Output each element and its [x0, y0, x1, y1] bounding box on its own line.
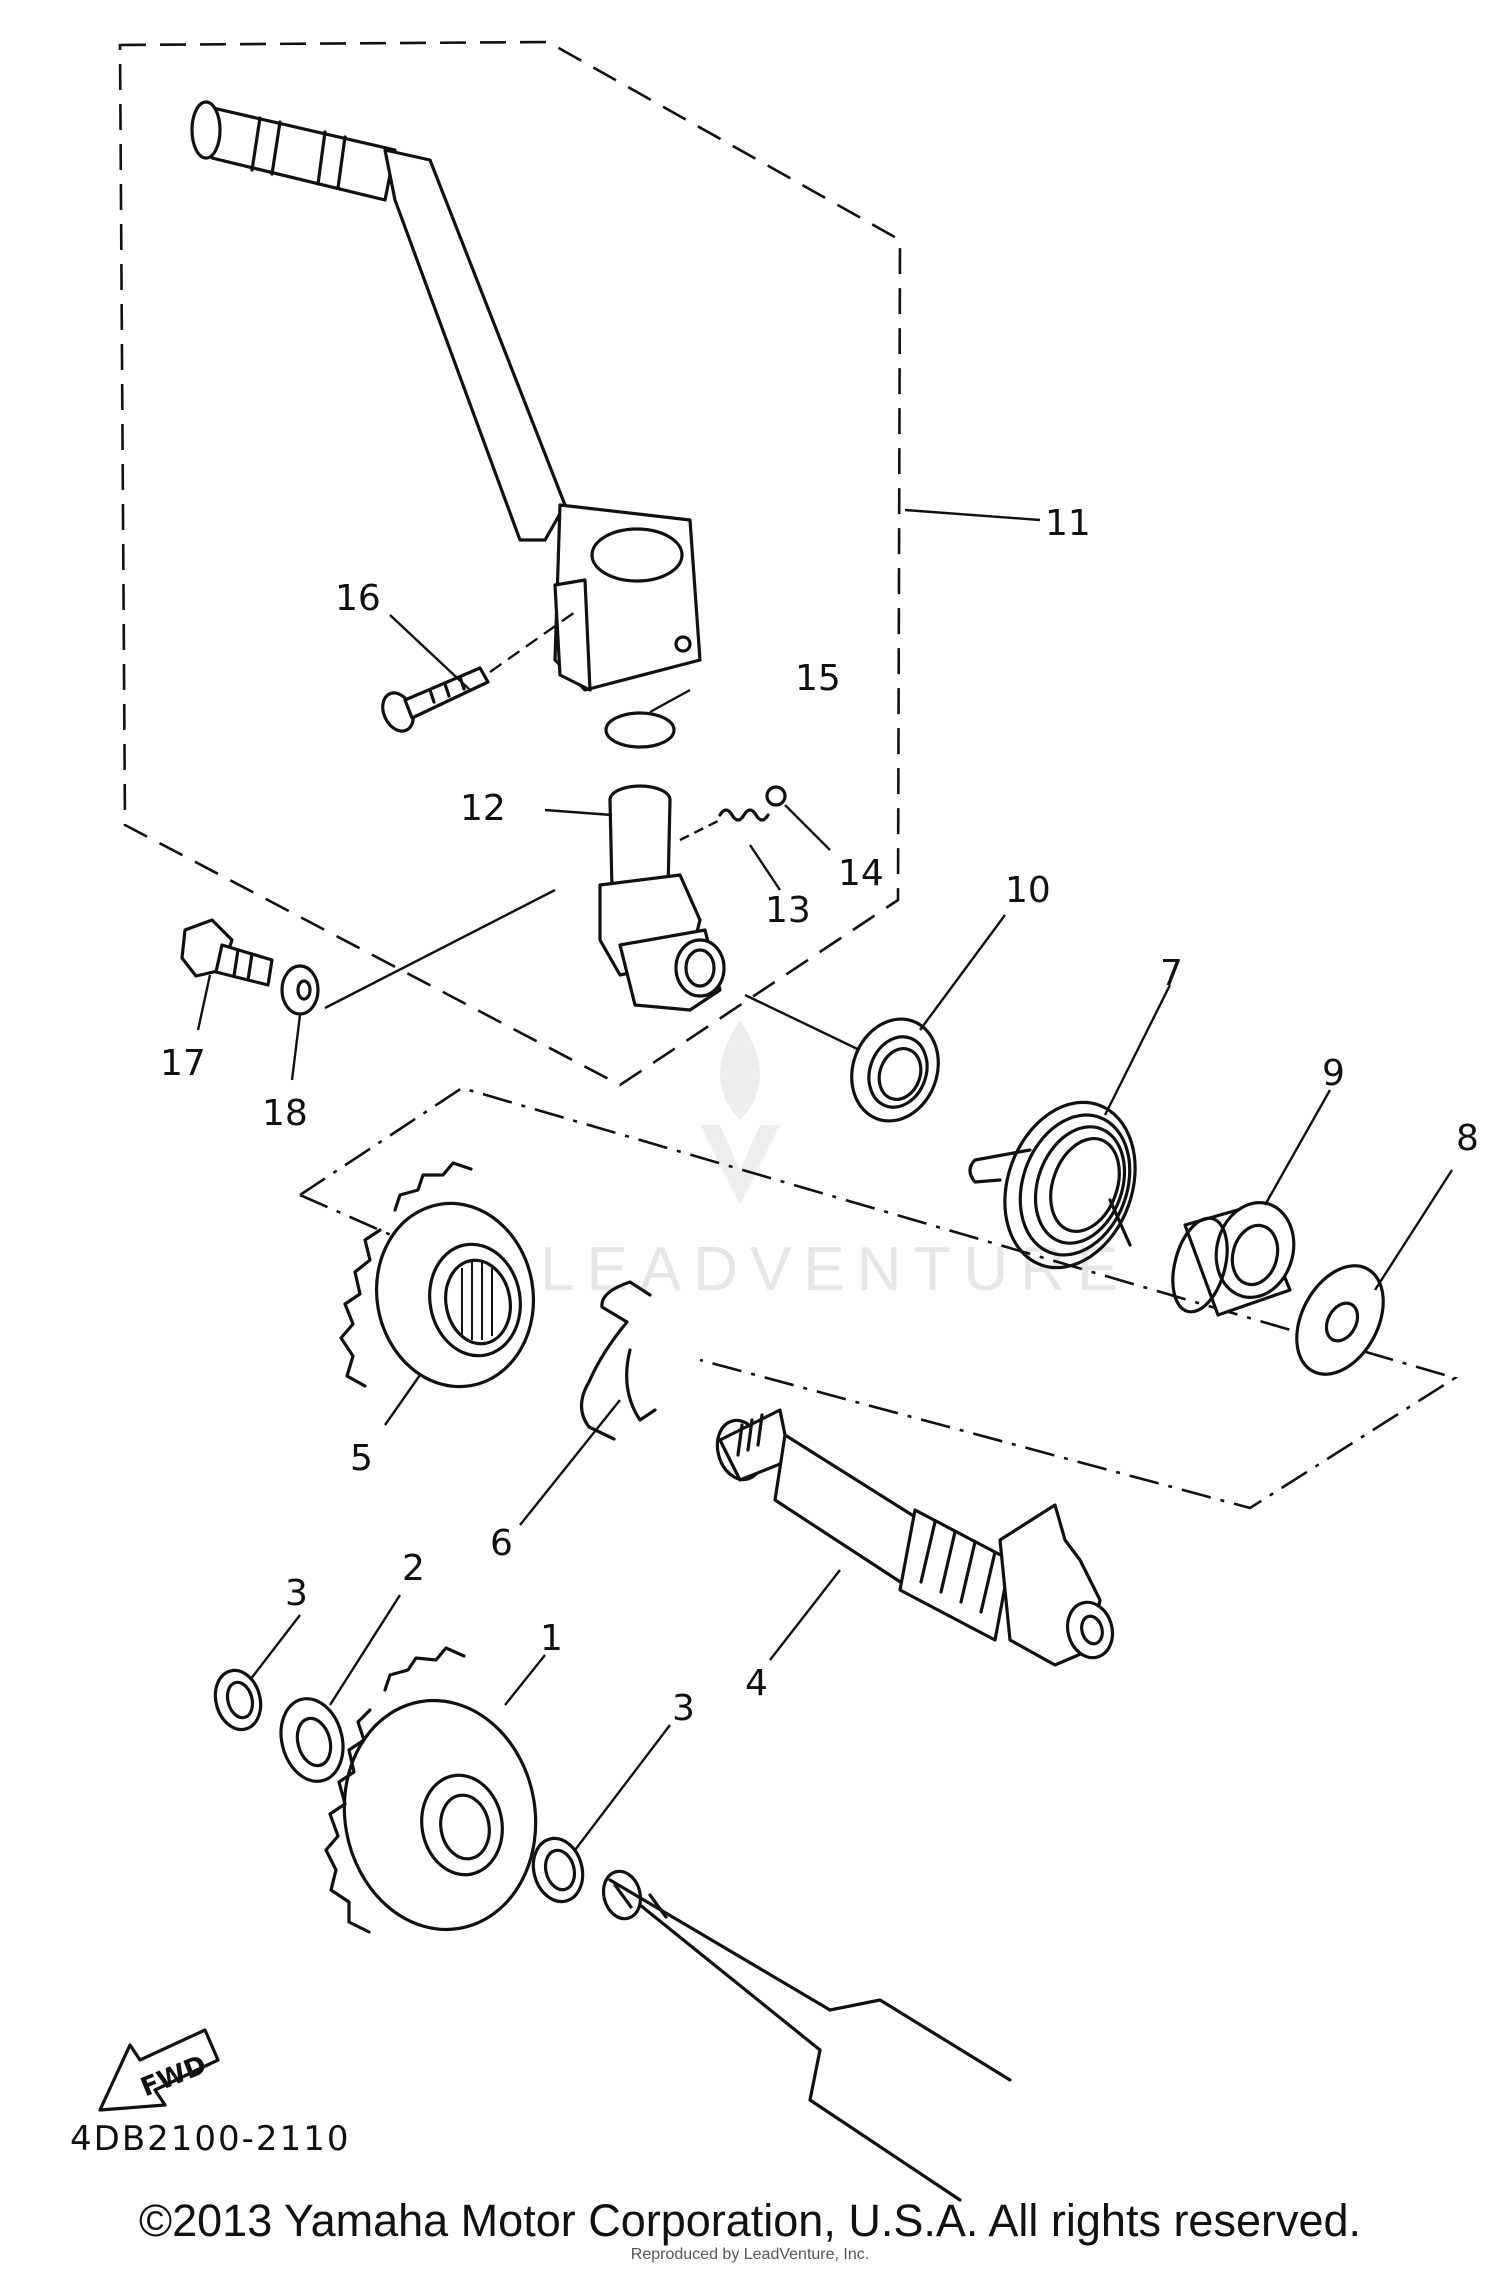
callout-6: 6: [490, 1523, 513, 1564]
oil-seal-10-icon: [850, 1017, 940, 1123]
leadventure-logo-icon: [700, 1020, 780, 1205]
kick-axle-4-icon: [715, 1408, 1115, 1667]
washer-8-icon: [1295, 1264, 1385, 1376]
part-code: 4DB2100-2110: [70, 2119, 350, 2159]
copyright-notice: ©2013 Yamaha Motor Corporation, U.S.A. A…: [138, 2195, 1362, 2246]
callout-10: 10: [1005, 870, 1051, 911]
kick-crank-assembly-boundary: [118, 40, 902, 1087]
callout-17: 17: [160, 1043, 206, 1084]
callout-11: 11: [1045, 503, 1091, 544]
callout-9: 9: [1322, 1053, 1345, 1094]
callout-15: 15: [795, 658, 841, 699]
collar-9-icon: [1171, 1201, 1296, 1317]
washer-2-icon: [279, 1697, 345, 1783]
fwd-arrow-icon: FWD: [98, 2028, 220, 2112]
callout-3b: 3: [672, 1688, 695, 1729]
callout-3: 3: [285, 1573, 308, 1614]
leader-lines: [196, 508, 1454, 1851]
kick-gear-1-icon: [324, 1646, 538, 1934]
callout-2: 2: [402, 1548, 425, 1589]
torsion-spring-7-icon: [968, 1100, 1137, 1270]
kick-shaft-12-icon: [598, 784, 726, 1012]
callout-labels: 11 16 15 12 13 14 17 18 10 7 9 8 5 6 4 3…: [160, 503, 1479, 1729]
circlip-3-icon: [213, 1668, 263, 1732]
ball-14-icon: [765, 785, 787, 807]
clip-6-icon: [579, 1280, 657, 1441]
callout-1: 1: [540, 1618, 563, 1659]
watermark-text: LEADVENTURE: [540, 1235, 1130, 1304]
callout-5: 5: [350, 1438, 373, 1479]
ratchet-gear-5-icon: [339, 1161, 536, 1389]
kick-crank-lever-icon: [190, 100, 702, 692]
bolt-17-icon: [180, 918, 274, 987]
washer-18-icon: [280, 964, 320, 1016]
callout-7: 7: [1160, 953, 1183, 994]
callout-8: 8: [1456, 1118, 1479, 1159]
callout-14: 14: [838, 853, 884, 894]
shaft-icon: [601, 1869, 1012, 2202]
callout-4: 4: [745, 1663, 768, 1704]
spring-13-icon: [679, 808, 770, 842]
circlip-3b-icon: [531, 1836, 585, 1904]
reproduced-notice: Reproduced by LeadVenture, Inc.: [630, 2246, 870, 2263]
callout-16: 16: [335, 578, 381, 619]
callout-13: 13: [765, 890, 811, 931]
o-ring-15-icon: [604, 711, 676, 749]
callout-12: 12: [460, 788, 506, 829]
callout-18: 18: [262, 1093, 308, 1134]
